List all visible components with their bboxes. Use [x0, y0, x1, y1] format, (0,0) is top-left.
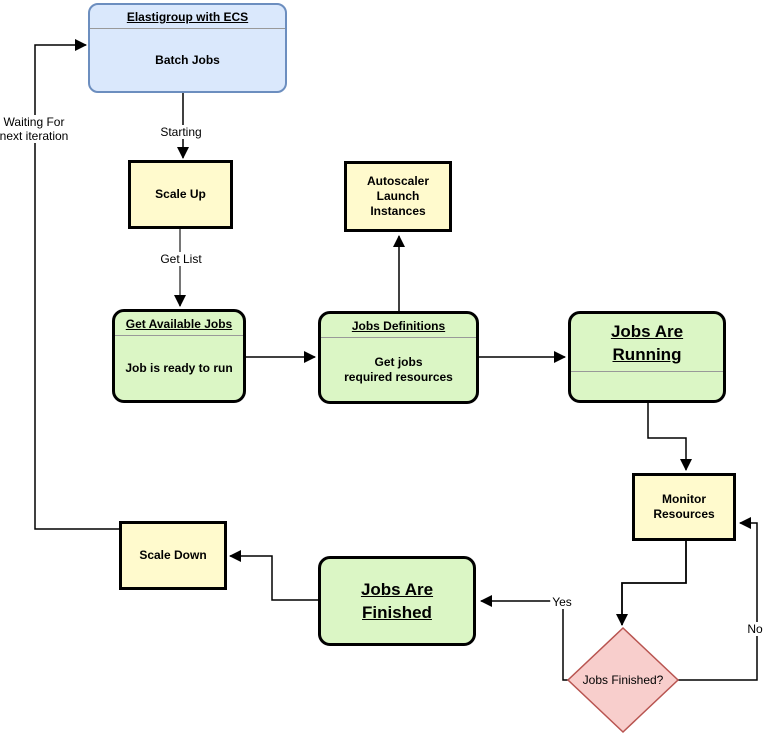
node-jobs-are-finished-text: Jobs Are Finished [360, 580, 434, 622]
edge-waiting-loop [34, 39, 119, 530]
node-get-available-jobs-body: Job is ready to run [125, 360, 233, 375]
node-jobs-are-running-empty [571, 372, 723, 400]
edge-label-starting: Starting [158, 125, 204, 139]
node-batch-jobs[interactable]: Elastigroup with ECS Batch Jobs [88, 3, 287, 93]
node-autoscaler[interactable]: Autoscaler Launch Instances [344, 161, 452, 232]
node-batch-jobs-title: Elastigroup with ECS [90, 5, 285, 29]
decision-jobs-finished-diamond[interactable] [566, 626, 680, 734]
node-scale-up[interactable]: Scale Up [128, 160, 233, 229]
node-scale-down-label: Scale Down [139, 548, 207, 562]
node-jobs-are-running-title: Jobs Are Running [571, 314, 723, 372]
node-get-available-jobs-title: Get Available Jobs [115, 312, 243, 336]
edge-decision-yes [480, 595, 568, 681]
node-batch-jobs-body: Batch Jobs [155, 52, 220, 67]
node-jobs-definitions-body: Get jobs required resources [344, 354, 453, 384]
edge-label-waiting: Waiting For next iteration [0, 115, 71, 143]
edge-running-to-monitor [647, 403, 692, 471]
decision-jobs-finished-label: Jobs Finished? [582, 673, 664, 687]
node-jobs-are-finished[interactable]: Jobs Are Finished [318, 556, 476, 646]
edge-finished-to-scaledown [229, 550, 318, 601]
node-scale-up-label: Scale Up [155, 187, 206, 201]
edge-decision-no [678, 517, 758, 681]
node-monitor-resources[interactable]: Monitor Resources [632, 473, 736, 541]
node-jobs-are-running[interactable]: Jobs Are Running [568, 311, 726, 403]
node-get-available-jobs[interactable]: Get Available Jobs Job is ready to run [112, 309, 246, 403]
node-scale-down[interactable]: Scale Down [119, 521, 227, 590]
node-jobs-definitions-title: Jobs Definitions [321, 314, 476, 338]
edge-label-get-list: Get List [158, 252, 204, 266]
node-jobs-are-running-text: Jobs Are Running [610, 321, 684, 364]
node-monitor-resources-label: Monitor Resources [653, 492, 715, 521]
edge-label-yes: Yes [550, 595, 574, 609]
edge-label-no: No [745, 622, 765, 636]
node-autoscaler-label: Autoscaler Launch Instances [366, 174, 430, 218]
node-jobs-definitions[interactable]: Jobs Definitions Get jobs required resou… [318, 311, 479, 404]
edge-monitor-to-decision [616, 541, 687, 626]
